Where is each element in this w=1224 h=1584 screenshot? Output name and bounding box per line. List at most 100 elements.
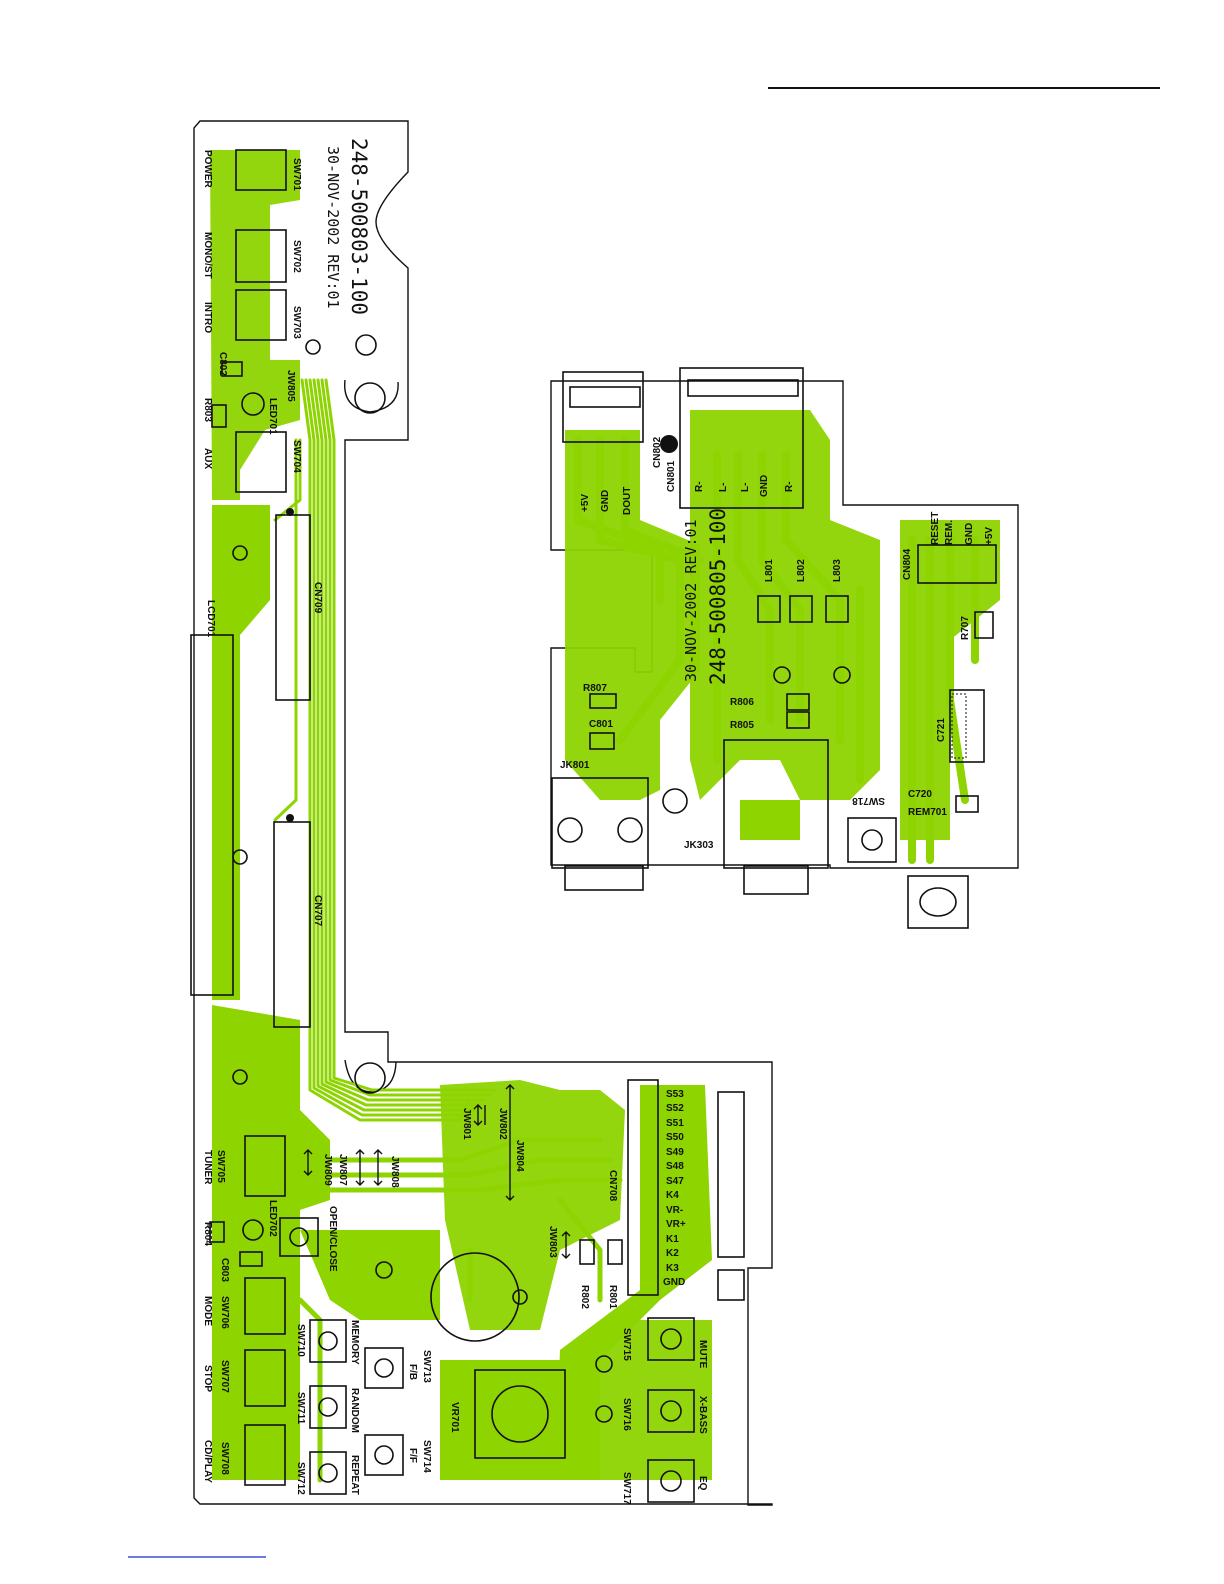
ref-led702: LED702 xyxy=(267,1200,278,1237)
svg-text:RESET: RESET xyxy=(930,512,941,545)
svg-text:SW715: SW715 xyxy=(621,1328,632,1361)
svg-text:EQ: EQ xyxy=(697,1476,708,1491)
hole-7 xyxy=(354,1062,386,1094)
svg-text:SW706: SW706 xyxy=(219,1296,230,1329)
r805-body xyxy=(786,711,810,729)
svg-text:SW703: SW703 xyxy=(291,306,302,339)
svg-text:SW704: SW704 xyxy=(291,440,302,473)
ref-r707: R707 xyxy=(960,616,971,640)
switch-sw704: AUX SW704 xyxy=(202,431,302,493)
hole-10 xyxy=(595,1405,613,1423)
hole-2 xyxy=(355,334,377,356)
rem701-lens xyxy=(919,887,957,917)
svg-text:MODE: MODE xyxy=(202,1296,213,1326)
r707-body xyxy=(974,611,994,639)
ring-tab xyxy=(512,1289,528,1305)
switch-sw715: SW715 MUTE xyxy=(621,1317,708,1369)
svg-text:L-: L- xyxy=(740,483,751,492)
cn801-pins: R- L- L- GND R- xyxy=(694,475,795,497)
svg-text:S53: S53 xyxy=(666,1089,684,1100)
board1-date-rev: 30-NOV-2002 REV:01 xyxy=(324,146,342,309)
svg-text:SW708: SW708 xyxy=(219,1442,230,1475)
r801-body xyxy=(607,1239,623,1265)
ref-c803: C803 xyxy=(219,1258,230,1282)
jk801-body xyxy=(551,777,649,869)
svg-text:VR-: VR- xyxy=(666,1205,683,1216)
ref-c721: C721 xyxy=(936,718,947,742)
svg-text:GND: GND xyxy=(600,490,611,512)
svg-text:L803: L803 xyxy=(832,559,843,582)
inductor-l802: L802 xyxy=(789,559,813,623)
hole-9 xyxy=(595,1355,613,1373)
hole-4 xyxy=(232,545,248,561)
board2-hole-3 xyxy=(833,666,851,684)
cn709-pin1-dot xyxy=(286,508,294,516)
switch-sw706: MODE SW706 xyxy=(202,1277,286,1335)
svg-text:SW705: SW705 xyxy=(215,1150,226,1183)
cn707-pin1-dot xyxy=(286,814,294,822)
svg-text:STOP: STOP xyxy=(202,1365,213,1392)
ref-r801: R801 xyxy=(607,1285,618,1309)
connector-cn804 xyxy=(917,544,997,584)
r806-body xyxy=(786,693,810,711)
ref-r807: R807 xyxy=(583,683,607,694)
ref-r805: R805 xyxy=(730,720,754,731)
slot-right-bottom xyxy=(717,1269,745,1301)
svg-text:L802: L802 xyxy=(796,559,807,582)
cn801-pin1-dot xyxy=(660,435,678,453)
svg-text:S48: S48 xyxy=(666,1161,684,1172)
jk801-hole-2 xyxy=(617,817,643,843)
jk303-plug xyxy=(743,865,809,895)
ref-c801: C801 xyxy=(589,719,613,730)
switch-sw716: SW716 X-BASS xyxy=(621,1389,708,1434)
svg-text:+5V: +5V xyxy=(580,494,591,512)
switch-sw703: INTRO SW703 xyxy=(202,289,302,341)
ref-vr701: VR701 xyxy=(449,1402,460,1433)
ref-r804: R804 xyxy=(202,1222,213,1246)
vr701-knob xyxy=(491,1385,549,1443)
svg-text:S47: S47 xyxy=(666,1176,684,1187)
switch-sw713: SW713 F/B xyxy=(364,1347,432,1389)
c801-body xyxy=(589,732,615,750)
svg-text:SW701: SW701 xyxy=(291,158,302,191)
ref-cn709: CN709 xyxy=(312,582,323,614)
svg-text:F/B: F/B xyxy=(407,1364,418,1380)
svg-text:SW717: SW717 xyxy=(621,1472,632,1505)
cn804-pins: RESET REM. GND +5V xyxy=(930,512,995,545)
cn802-latch xyxy=(569,386,641,408)
ref-rem701: REM701 xyxy=(908,807,947,818)
switch-sw712: SW712 REPEAT xyxy=(295,1451,360,1495)
jk303-body xyxy=(723,739,829,869)
vr701-body xyxy=(474,1369,566,1459)
switch-sw707: STOP SW707 xyxy=(202,1349,286,1407)
svg-text:CD/PLAY: CD/PLAY xyxy=(202,1440,213,1483)
switch-sw710: SW710 MEMORY xyxy=(295,1319,360,1365)
svg-text:S52: S52 xyxy=(666,1103,684,1114)
svg-text:GND: GND xyxy=(964,523,975,545)
switch-sw705: TUNER SW705 xyxy=(202,1135,286,1197)
rem701-body xyxy=(907,875,969,929)
board2-traces xyxy=(574,436,979,864)
svg-text:S50: S50 xyxy=(666,1132,684,1143)
svg-text:X-BASS: X-BASS xyxy=(697,1396,708,1434)
connector-cn801 xyxy=(679,367,804,509)
cn708-pin-labels: S53 S52 S51 S50 S49 S48 S47 K4 VR- VR+ K… xyxy=(663,1089,686,1288)
lcd701-body xyxy=(190,634,234,996)
ref-cn804: CN804 xyxy=(902,548,913,580)
svg-text:VR+: VR+ xyxy=(666,1219,686,1230)
slot-right-top xyxy=(717,1091,745,1258)
svg-text:L801: L801 xyxy=(764,559,775,582)
ref-cn801: CN801 xyxy=(666,460,677,492)
svg-text:GND: GND xyxy=(663,1277,685,1288)
svg-text:SW716: SW716 xyxy=(621,1398,632,1431)
board2-part-number: 248-500805-100 xyxy=(706,508,730,685)
connector-cn707 xyxy=(273,821,311,1028)
svg-text:RANDOM: RANDOM xyxy=(349,1388,360,1433)
board1-wide-traces xyxy=(297,1137,623,1483)
connector-cn709 xyxy=(275,514,311,701)
ref-jw804: JW804 xyxy=(514,1140,525,1172)
svg-text:MONO/ST: MONO/ST xyxy=(202,232,213,279)
led702-symbol xyxy=(242,1219,264,1241)
ref-jw807: JW807 xyxy=(337,1154,348,1186)
board-248-500805: 248-500805-100 30-NOV-2002 REV:01 CN802 … xyxy=(550,367,1019,929)
